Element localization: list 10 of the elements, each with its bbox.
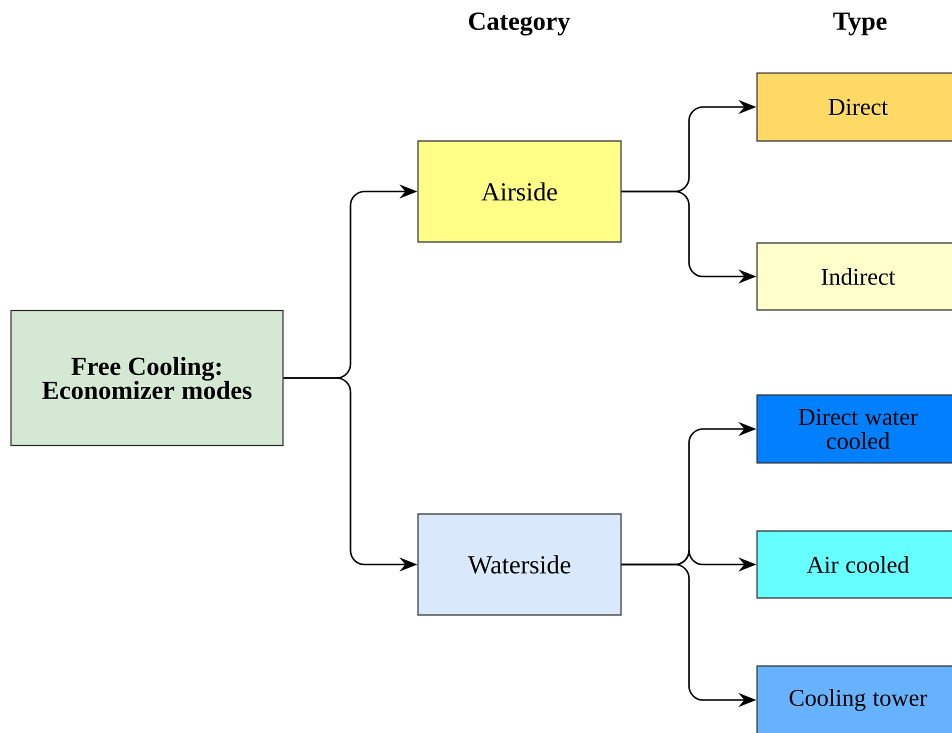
type-box: Direct water cooled xyxy=(756,394,952,464)
category-box: Airside xyxy=(417,140,622,243)
type-box: Indirect xyxy=(756,242,952,311)
column-heading: Category xyxy=(469,12,570,36)
type-box: Direct xyxy=(756,72,952,142)
column-heading: Type xyxy=(833,12,887,36)
type-box: Air cooled xyxy=(756,530,952,599)
root-box: Free Cooling: Economizer modes xyxy=(10,310,284,446)
type-box: Cooling tower xyxy=(756,665,952,733)
category-box: Waterside xyxy=(417,513,622,616)
